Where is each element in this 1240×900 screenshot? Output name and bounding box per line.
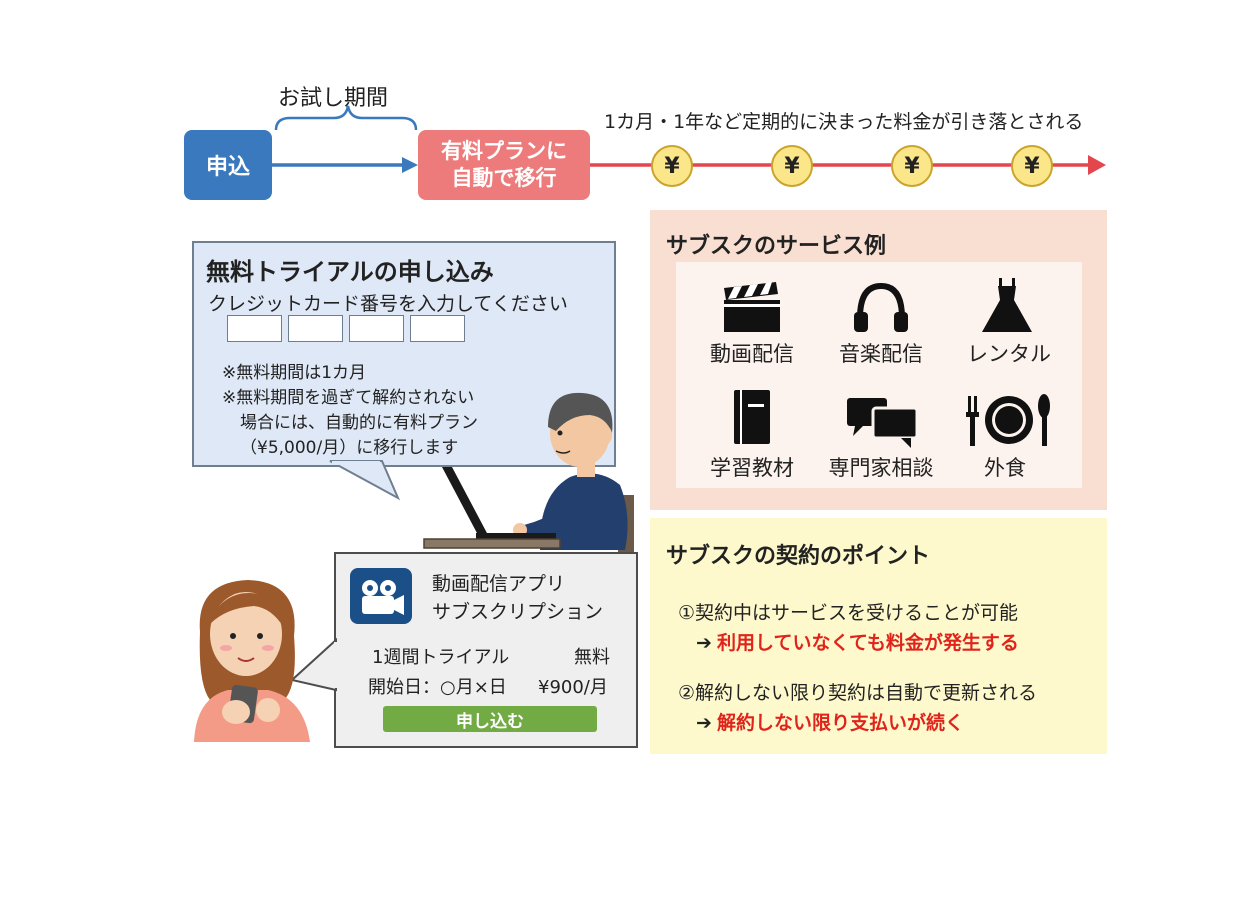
yen-coin-icon: ¥: [891, 145, 933, 187]
point-2-result-row: ➔ 解約しない限り支払いが続く: [696, 708, 964, 735]
point-1-result: 利用していなくても料金が発生する: [717, 632, 1019, 654]
trial-brace: [274, 105, 418, 131]
service-label-consult: 専門家相談: [828, 456, 934, 480]
app-title-line2: サブスクリプション: [432, 601, 604, 623]
services-grid: [676, 262, 1082, 488]
apply-button[interactable]: 申し込む: [383, 706, 597, 732]
trial-duration-label: 1週間トライアル: [372, 647, 510, 668]
headphones-icon: [854, 282, 908, 332]
trial-note-1: ※無料期間は1カ月: [222, 363, 367, 383]
services-title: サブスクのサービス例: [666, 234, 887, 259]
point-2: ②解約しない限り契約は自動で更新される: [678, 682, 1038, 704]
service-label-rental: レンタル: [967, 342, 1051, 366]
card-number-prompt: クレジットカード番号を入力してください: [208, 293, 568, 315]
contract-points-panel: [650, 518, 1107, 754]
trial-form-title: 無料トライアルの申し込み: [206, 258, 494, 286]
billing-arrowhead: [1088, 155, 1106, 175]
service-label-video: 動画配信: [710, 342, 794, 366]
arrow-icon: ➔: [696, 632, 712, 654]
contract-points-title: サブスクの契約のポイント: [666, 544, 931, 569]
paid-plan-line1: 有料プランに: [441, 139, 567, 163]
trial-note-2: ※無料期間を過ぎて解約されない: [222, 388, 475, 408]
dress-icon: [982, 278, 1032, 332]
plate-utensils-icon: [966, 394, 1050, 446]
chat-bubbles-icon: [847, 398, 919, 448]
clapperboard-icon: [724, 282, 780, 332]
trial-arrowhead: [402, 157, 418, 173]
card-number-field-2[interactable]: [288, 315, 343, 342]
service-label-study: 学習教材: [710, 456, 794, 480]
monthly-price-value: ¥900/月: [538, 677, 608, 698]
trial-note-3: 場合には、自動的に有料プラン: [240, 413, 478, 433]
trial-note-4: （¥5,000/月）に移行します: [240, 438, 459, 458]
service-label-dining: 外食: [984, 456, 1026, 480]
yen-coin-icon: ¥: [651, 145, 693, 187]
card-number-field-4[interactable]: [410, 315, 465, 342]
arrow-icon: ➔: [696, 712, 712, 734]
point-1-result-row: ➔ 利用していなくても料金が発生する: [696, 628, 1019, 655]
video-camera-icon: [350, 568, 412, 624]
card-number-field-1[interactable]: [227, 315, 282, 342]
man-with-laptop-illustration: [423, 392, 634, 555]
yen-coin-icon: ¥: [771, 145, 813, 187]
point-1: ①契約中はサービスを受けることが可能: [678, 602, 1019, 624]
yen-coin-icon: ¥: [1011, 145, 1053, 187]
paid-plan-box: 有料プランに 自動で移行: [418, 130, 590, 200]
start-date-label: 開始日：○月×日: [368, 677, 507, 698]
woman-with-phone-illustration: [194, 580, 310, 742]
trial-price-value: 無料: [574, 647, 610, 668]
book-icon: [734, 390, 770, 444]
card-number-field-3[interactable]: [349, 315, 404, 342]
point-2-result: 解約しない限り支払いが続く: [717, 712, 965, 734]
paid-plan-line2: 自動で移行: [451, 166, 557, 190]
trial-form-bubble: [192, 241, 616, 467]
apply-label: 申込: [205, 155, 250, 180]
app-title: 動画配信アプリ サブスクリプション: [432, 570, 603, 626]
recurring-charge-label: 1カ月・1年など定期的に決まった料金が引き落とされる: [604, 111, 1084, 133]
trial-period-label: お試し期間: [278, 86, 389, 111]
service-label-music: 音楽配信: [839, 342, 923, 366]
app-title-line1: 動画配信アプリ: [432, 573, 566, 595]
apply-box: 申込: [184, 130, 272, 200]
